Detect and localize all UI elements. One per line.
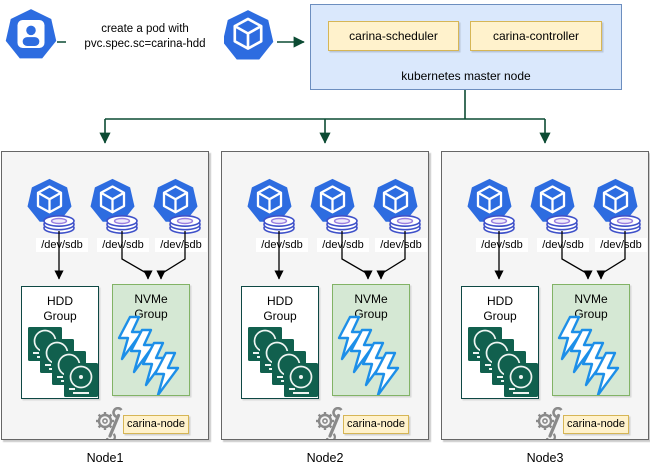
device-label: /dev/sdb [375,238,427,252]
hdd-group-title: HDD Group [263,294,297,323]
pod-with-disk-icon [529,177,578,234]
nvme-bolts-icon [557,315,620,395]
request-line2: pvc.spec.sc=carina-hdd [84,38,206,50]
gear-wrench-icon [94,407,124,439]
device-label: /dev/sdb [476,238,528,252]
worker-node-3: /dev/sdb /dev/sdb /dev/sdb HDD Group NVM… [441,151,649,440]
create-pod-request-label: create a pod with pvc.spec.sc=carina-hdd [66,22,224,52]
hdd-group-box: HDD Group [461,286,539,399]
hdd-group-title: HDD Group [43,294,77,323]
node2-caption: Node2 [306,451,344,465]
pod-with-disk-icon [89,177,138,234]
pod-with-disk-icon [466,177,515,234]
pod-with-disk-icon [152,177,201,234]
nvme-bolts-icon [337,315,400,395]
nvme-group-box: NVMe Group [332,284,410,396]
pod-with-disk-icon [309,177,358,234]
user-icon [5,9,57,59]
nvme-group-title: NVMe Group [354,292,388,321]
nvme-group-title: NVMe Group [574,292,608,321]
device-label: /dev/sdb [36,238,88,252]
nvme-group-box: NVMe Group [552,284,630,396]
kubernetes-master-node-box: carina-scheduler carina-controller kuber… [310,4,622,90]
device-label: /dev/sdb [537,238,589,252]
node1-caption: Node1 [86,451,124,465]
pod-with-disk-icon [26,177,75,234]
carina-controller-box: carina-controller [470,21,602,51]
gear-wrench-icon [534,407,564,439]
carina-node-label: carina-node [343,415,409,434]
gear-wrench-icon [314,407,344,439]
request-line1: create a pod with [101,23,189,35]
worker-node-2: /dev/sdb /dev/sdb /dev/sdb HDD Group NVM… [221,151,429,440]
device-label: /dev/sdb [97,238,149,252]
hdd-disks-icon [467,326,539,397]
master-node-title: kubernetes master node [401,69,531,83]
hdd-group-box: HDD Group [21,286,99,399]
node3-caption: Node3 [526,451,564,465]
hdd-disks-icon [247,326,319,397]
worker-node-1: /dev/sdb /dev/sdb /dev/sdb HDD Group NVM… [1,151,209,440]
device-label: /dev/sdb [595,238,647,252]
device-label: /dev/sdb [256,238,308,252]
nvme-bolts-icon [117,315,180,395]
carina-scheduler-box: carina-scheduler [328,21,459,51]
kubernetes-pod-icon [221,8,275,61]
device-label: /dev/sdb [155,238,207,252]
carina-node-label: carina-node [563,415,629,434]
pod-with-disk-icon [592,177,641,234]
nvme-group-box: NVMe Group [112,284,190,396]
device-label: /dev/sdb [317,238,369,252]
carina-node-label: carina-node [123,415,189,434]
hdd-disks-icon [27,326,99,397]
hdd-group-title: HDD Group [483,294,517,323]
pod-with-disk-icon [246,177,295,234]
nvme-group-title: NVMe Group [134,292,168,321]
hdd-group-box: HDD Group [241,286,319,399]
pod-with-disk-icon [372,177,421,234]
